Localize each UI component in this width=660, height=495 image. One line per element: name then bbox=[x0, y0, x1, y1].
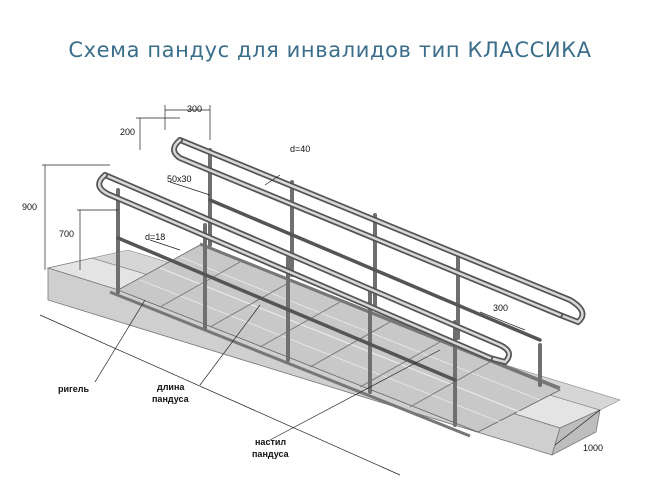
ramp-deck bbox=[117, 244, 561, 433]
dim-lower-rail-diameter: d=18 bbox=[145, 232, 165, 242]
label-crossbar: ригель bbox=[58, 384, 90, 394]
dim-bottom-extension: 300 bbox=[493, 303, 508, 313]
crossbar bbox=[109, 242, 561, 438]
dim-post-profile: 50x30 bbox=[167, 174, 192, 184]
dim-height-upper: 900 bbox=[22, 202, 37, 212]
dimension-lines bbox=[39, 105, 601, 476]
leader-lines bbox=[94, 174, 441, 441]
label-length-line2: пандуса bbox=[152, 394, 190, 404]
label-deck-line2: пандуса bbox=[252, 449, 290, 459]
label-deck-line1: настил bbox=[255, 437, 286, 447]
dim-top-extension: 300 bbox=[187, 104, 202, 114]
dim-upper-rail-diameter: d=40 bbox=[290, 144, 310, 154]
dim-height-lower: 700 bbox=[59, 229, 74, 239]
dim-width: 1000 bbox=[583, 443, 603, 453]
handrails bbox=[96, 137, 586, 382]
page-title: Схема пандус для инвалидов тип КЛАССИКА bbox=[68, 38, 592, 62]
label-length-line1: длина bbox=[157, 382, 185, 392]
dim-top-rise: 200 bbox=[120, 127, 135, 137]
